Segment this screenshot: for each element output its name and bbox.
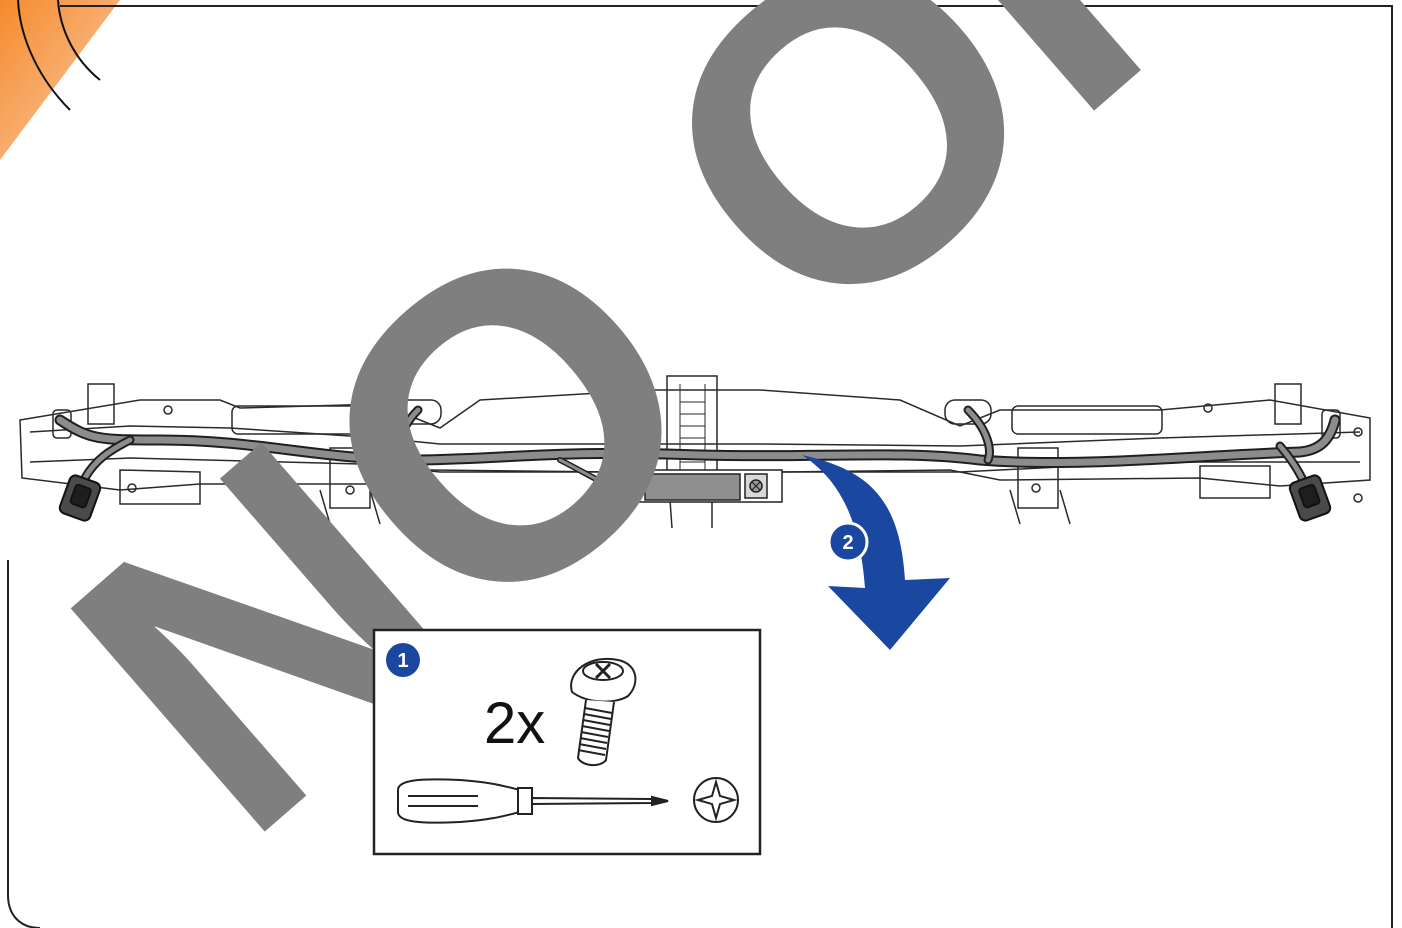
phillips-drive-symbol-icon — [693, 777, 739, 823]
step-1-number: 1 — [397, 650, 408, 672]
tool-box: 1 2x — [372, 628, 762, 856]
camera-bracket-icon — [609, 469, 783, 503]
step-1-badge: 1 — [386, 643, 420, 677]
wiring-harness-icon — [54, 405, 1341, 491]
corner-accent-icon — [0, 0, 120, 160]
screw-quantity-label: 2x — [484, 691, 545, 756]
step-2-number: 2 — [842, 532, 853, 554]
step-2-badge: 2 — [827, 521, 869, 563]
parking-sensor-left-icon — [58, 474, 102, 522]
phillips-screwdriver-icon — [397, 778, 669, 824]
removal-arrow-icon — [802, 455, 950, 650]
parking-sensor-right-icon — [1288, 474, 1332, 522]
phillips-pan-head-screw-icon — [570, 657, 637, 766]
